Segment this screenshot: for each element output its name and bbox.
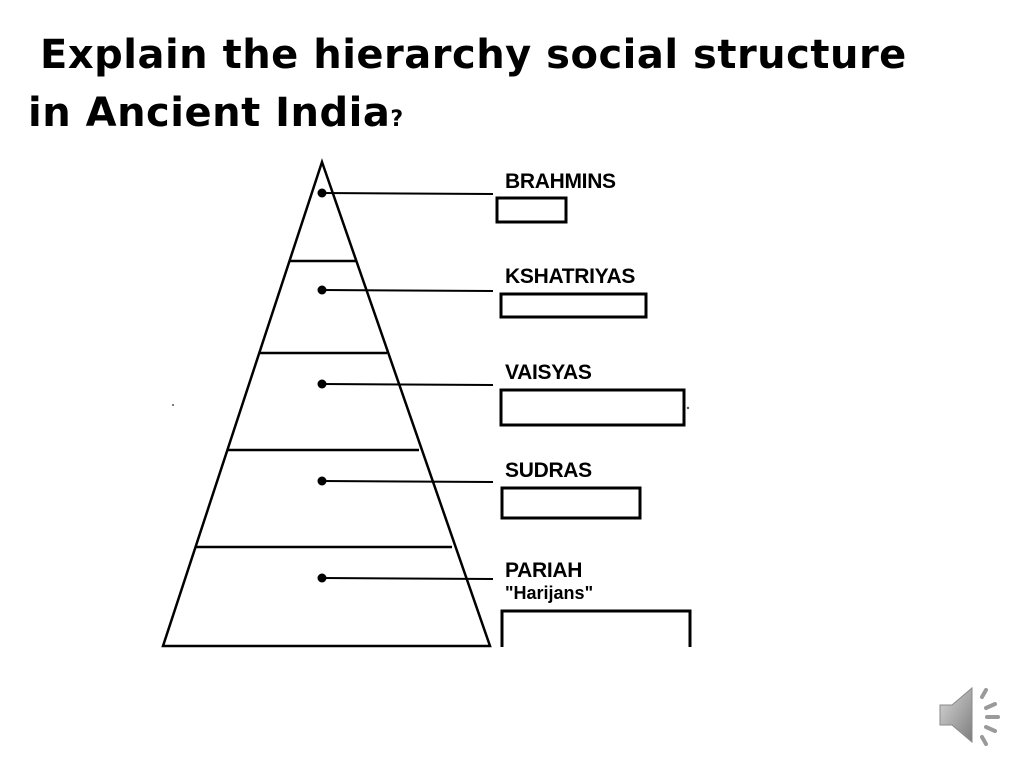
pyramid-level-sudras: SUDRAS <box>317 459 642 520</box>
slide-title-line-2-text: in Ancient India <box>28 90 391 136</box>
answer-box-vaisyas[interactable] <box>499 388 686 427</box>
level-leader-line <box>321 289 494 292</box>
slide-title-question-mark: ? <box>390 107 404 132</box>
pyramid-level-vaisyas: VAISYAS <box>317 361 686 427</box>
pyramid-level-kshatriyas: KSHATRIYAS <box>317 265 648 319</box>
answer-box-pariah[interactable] <box>500 609 692 647</box>
speaker-icon[interactable] <box>936 682 1008 748</box>
answer-box-sudras[interactable] <box>500 486 642 520</box>
sound-waves <box>980 688 1000 746</box>
scan-speck <box>686 406 690 410</box>
answer-box-brahmins[interactable] <box>495 196 568 224</box>
pyramid-outline <box>161 158 492 648</box>
caste-label-kshatriyas: KSHATRIYAS <box>505 265 635 288</box>
caste-label-sudras: SUDRAS <box>505 459 592 482</box>
answer-box-kshatriyas[interactable] <box>499 292 648 319</box>
caste-label-brahmins: BRAHMINS <box>505 170 616 193</box>
pyramid-level-pariah: PARIAH "Harijans" <box>317 559 692 647</box>
caste-label-vaisyas: VAISYAS <box>505 361 592 384</box>
speaker-cone <box>939 686 973 744</box>
caste-sublabel-harijans: "Harijans" <box>505 583 593 603</box>
slide-title-line-2: in Ancient India? <box>28 84 988 149</box>
level-leader-line <box>321 192 494 195</box>
caste-label-pariah: PARIAH <box>505 559 582 582</box>
slide-title-line-1: Explain the hierarchy social structure <box>40 32 907 78</box>
scan-speck <box>172 404 174 406</box>
slide-title: Explain the hierarchy social structure i… <box>28 26 988 149</box>
level-leader-line <box>321 577 494 580</box>
level-leader-line <box>321 480 494 483</box>
pyramid-level-brahmins: BRAHMINS <box>317 170 616 224</box>
level-leader-line <box>321 383 494 386</box>
